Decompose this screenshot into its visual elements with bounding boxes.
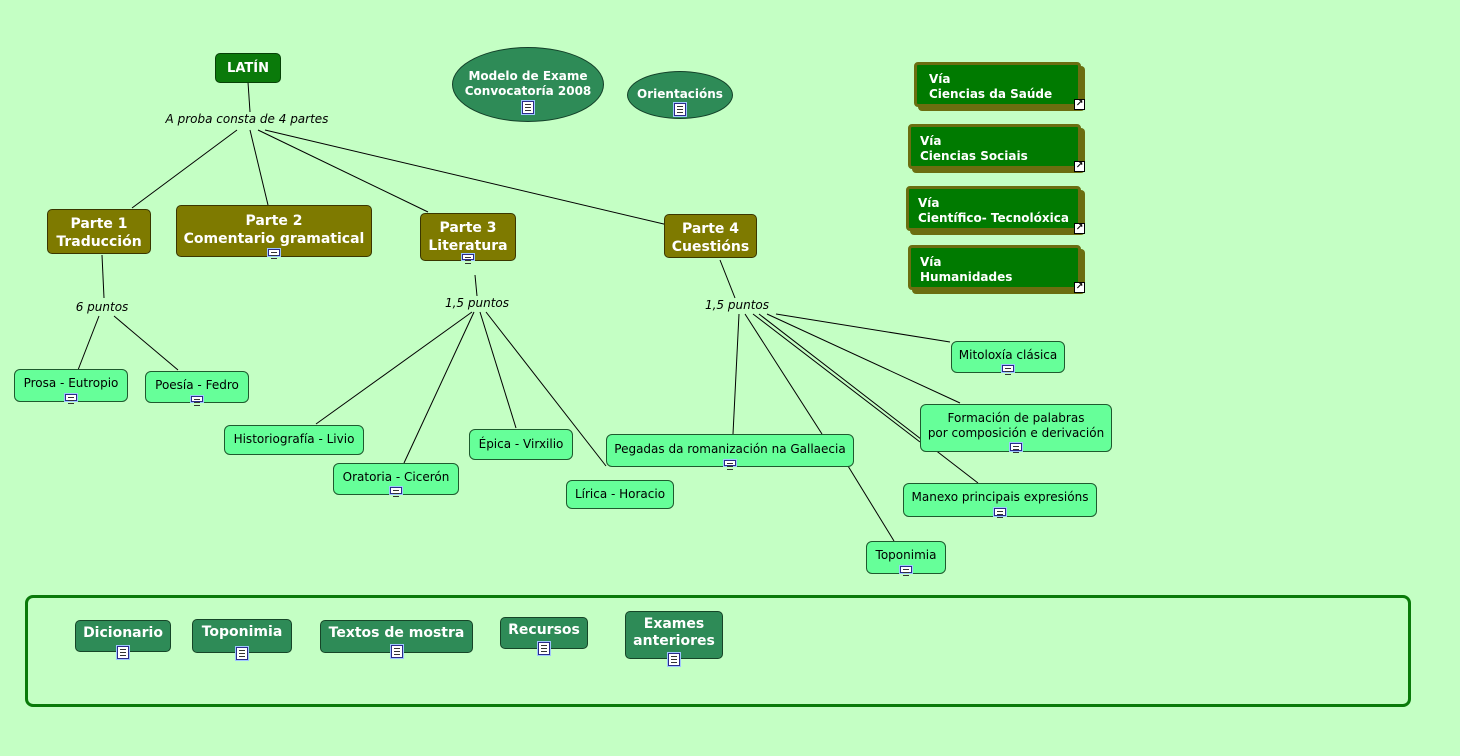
root-label: LATÍN xyxy=(227,61,269,76)
part-3-node[interactable]: Parte 3 Literatura xyxy=(420,213,516,264)
part-2-node[interactable]: Parte 2 Comentario gramatical xyxy=(176,205,372,259)
leaf-label-line1: Formación de palabras xyxy=(947,411,1085,425)
guidelines-label: Orientacións xyxy=(637,87,723,101)
root-node-latin[interactable]: LATÍN xyxy=(215,53,281,83)
exam-model-line1: Modelo de Exame xyxy=(468,69,588,83)
leaf-epica-virxilio[interactable]: Épica - Virxilio xyxy=(469,429,573,460)
via-line1: Vía xyxy=(920,255,942,269)
leaf-poesia-fedro[interactable]: Poesía - Fedro xyxy=(145,371,249,406)
document-icon[interactable] xyxy=(1010,443,1022,453)
tool-label: Recursos xyxy=(508,622,580,638)
part-4-subtitle: Cuestións xyxy=(671,239,750,255)
document-icon[interactable] xyxy=(674,103,686,116)
document-icon[interactable] xyxy=(668,653,680,666)
via-line1: Vía xyxy=(918,196,940,210)
leaf-label: Poesía - Fedro xyxy=(155,378,239,392)
exam-model-node[interactable]: Modelo de Exame Convocatoría 2008 xyxy=(452,47,604,122)
document-icon[interactable] xyxy=(236,647,248,660)
document-icon[interactable] xyxy=(538,642,550,655)
shortcut-arrow-icon[interactable]: ↗ xyxy=(1074,282,1085,293)
leaf-label-line2: por composición e derivación xyxy=(927,426,1105,440)
tool-label: Toponimia xyxy=(201,624,283,640)
tool-label: Dicionario xyxy=(83,625,163,641)
leaf-pegadas-romanizacion[interactable]: Pegadas da romanización na Gallaecia xyxy=(606,434,854,470)
part-4-points-label: 1,5 puntos xyxy=(704,298,770,312)
part-2-subtitle: Comentario gramatical xyxy=(183,231,365,247)
part-1-title: Parte 1 xyxy=(70,216,128,232)
part-3-title: Parte 3 xyxy=(439,220,497,236)
tool-label: Textos de mostra xyxy=(328,625,465,641)
part-4-title: Parte 4 xyxy=(681,221,740,237)
exam-model-line2: Convocatoría 2008 xyxy=(464,84,592,98)
shortcut-arrow-icon[interactable]: ↗ xyxy=(1074,161,1085,172)
leaf-toponimia[interactable]: Toponimia xyxy=(866,541,946,576)
via-cientifico-tecnoloxica[interactable]: Vía Científico- Tecnolóxica xyxy=(906,186,1081,231)
via-line2: Ciencias Sociais xyxy=(920,149,1028,163)
leaf-label: Historiografía - Livio xyxy=(233,432,355,446)
root-link-label: A proba consta de 4 partes xyxy=(165,112,329,126)
via-line2: Humanidades xyxy=(920,270,1013,284)
document-icon[interactable] xyxy=(391,645,403,658)
document-icon[interactable] xyxy=(994,508,1006,518)
part-1-node[interactable]: Parte 1 Traducción xyxy=(47,209,151,254)
leaf-mitoloxia-clasica[interactable]: Mitoloxía clásica xyxy=(951,341,1065,375)
document-icon[interactable] xyxy=(724,460,736,470)
leaf-label: Pegadas da romanización na Gallaecia xyxy=(614,442,846,456)
leaf-historiografia-livio[interactable]: Historiografía - Livio xyxy=(224,425,364,455)
resources-panel xyxy=(25,595,1411,707)
document-icon[interactable] xyxy=(65,394,77,404)
part-4-node[interactable]: Parte 4 Cuestións xyxy=(664,214,757,258)
via-line1: Vía xyxy=(920,134,942,148)
via-humanidades[interactable]: Vía Humanidades xyxy=(908,245,1081,290)
via-line2: Científico- Tecnolóxica xyxy=(918,211,1069,225)
document-icon[interactable] xyxy=(1002,365,1014,375)
leaf-manexo-expresions[interactable]: Manexo principais expresións xyxy=(903,483,1097,518)
leaf-label: Épica - Virxilio xyxy=(478,437,564,451)
document-icon[interactable] xyxy=(390,487,402,497)
part-2-title: Parte 2 xyxy=(245,213,303,229)
part-3-points-label: 1,5 puntos xyxy=(444,296,510,310)
via-line2: Ciencias da Saúde xyxy=(929,87,1053,101)
shortcut-arrow-icon[interactable]: ↗ xyxy=(1074,99,1085,110)
leaf-lirica-horacio[interactable]: Lírica - Horacio xyxy=(566,480,674,509)
via-line1: Vía xyxy=(929,72,951,86)
guidelines-node[interactable]: Orientacións xyxy=(627,71,733,119)
document-icon[interactable] xyxy=(268,249,280,259)
document-icon[interactable] xyxy=(191,396,203,406)
part-1-subtitle: Traducción xyxy=(56,234,142,250)
leaf-label: Manexo principais expresións xyxy=(911,490,1089,504)
leaf-label: Toponimia xyxy=(875,548,937,562)
leaf-oratoria-ciceron[interactable]: Oratoria - Cicerón xyxy=(333,463,459,497)
shortcut-arrow-icon[interactable]: ↗ xyxy=(1074,223,1085,234)
leaf-label: Oratoria - Cicerón xyxy=(342,470,450,484)
part-1-points-label: 6 puntos xyxy=(75,300,129,314)
leaf-label: Mitoloxía clásica xyxy=(958,348,1058,362)
part-3-subtitle: Literatura xyxy=(428,238,508,254)
tool-label-line1: Exames xyxy=(643,616,705,632)
tool-label-line2: anteriores xyxy=(633,633,715,649)
document-icon[interactable] xyxy=(900,566,912,576)
leaf-label: Prosa - Eutropio xyxy=(23,376,119,390)
document-icon[interactable] xyxy=(522,101,534,114)
tool-textos-mostra[interactable]: Textos de mostra xyxy=(320,620,473,653)
leaf-formacion-palabras[interactable]: Formación de palabras por composición e … xyxy=(920,404,1112,453)
tool-exames-anteriores[interactable]: Exames anteriores xyxy=(625,611,723,659)
document-icon[interactable] xyxy=(117,646,129,659)
via-ciencias-saude[interactable]: Vía Ciencias da Saúde xyxy=(914,62,1081,107)
document-icon[interactable] xyxy=(462,254,474,264)
via-ciencias-sociais[interactable]: Vía Ciencias Sociais xyxy=(908,124,1081,169)
leaf-label: Lírica - Horacio xyxy=(574,487,666,501)
leaf-prosa-eutropio[interactable]: Prosa - Eutropio xyxy=(14,369,128,404)
